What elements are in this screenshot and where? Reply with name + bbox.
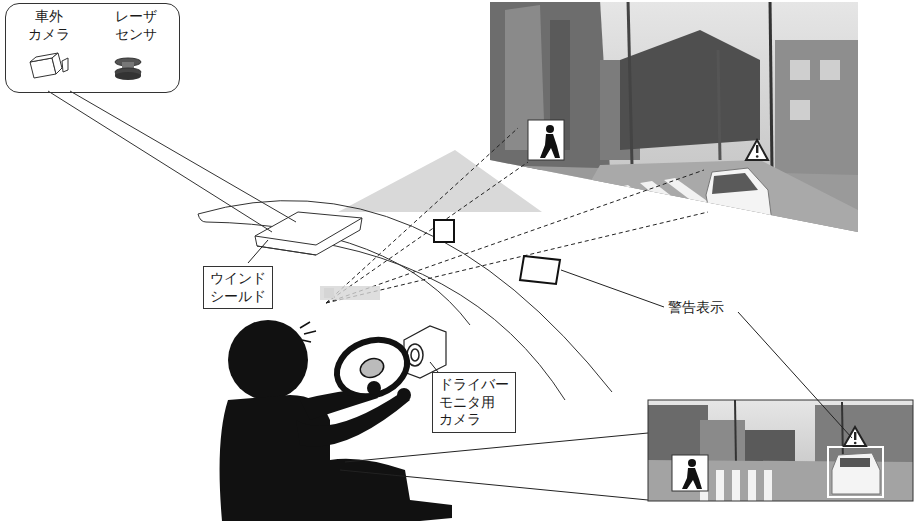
sensor-unit [255, 212, 362, 255]
projection-line [340, 433, 648, 500]
drawing-part [648, 400, 913, 501]
drawing-part [820, 60, 840, 80]
drawing-part [320, 286, 380, 300]
drawing-part [735, 400, 736, 465]
drawing-part [615, 185, 690, 235]
drawing-part [756, 155, 759, 158]
warning-box [434, 220, 454, 242]
drawing-part [430, 362, 438, 372]
drawing-part [688, 459, 696, 467]
sensor-icons [0, 0, 200, 100]
speech-bubble: 車外 カメラ レーザ センサ [5, 3, 180, 93]
drawing-part [540, 134, 560, 158]
drawing-part [672, 455, 708, 491]
drawing-part [590, 190, 660, 235]
node-text: ウインド シールド [210, 270, 266, 305]
drawing-part [775, 40, 858, 180]
drawing-part [300, 322, 316, 342]
street-photo [488, 0, 860, 235]
drawing-part [296, 392, 410, 447]
drawing-part [228, 320, 308, 400]
drawing-part [326, 162, 528, 303]
drawing-part [326, 170, 704, 303]
drawing-part [745, 430, 795, 465]
drawing-part [326, 128, 518, 303]
drawing-part [854, 432, 856, 440]
callout-label: 警告表示 [666, 299, 726, 316]
drawing-part [764, 470, 772, 501]
drawing-part [262, 236, 565, 400]
drawing-part [712, 173, 758, 194]
camera-view [338, 150, 542, 212]
drawing-part [790, 60, 810, 80]
drawing-part [488, 0, 860, 235]
drawing-part [790, 100, 810, 120]
drawing-part [70, 91, 296, 222]
drawing-part [316, 218, 362, 245]
camera-icon [30, 53, 68, 78]
drawing-part [746, 140, 768, 160]
drawing-part [248, 240, 268, 263]
drawing-part [738, 312, 852, 438]
drawing-part [706, 168, 772, 228]
drawing-part [115, 72, 141, 80]
leader-line [248, 240, 852, 438]
drawing-part [560, 160, 858, 235]
label-box: ウインド シールド [203, 266, 273, 309]
node-text: 車外 カメラ [28, 8, 70, 43]
drawing-part [628, 0, 632, 165]
drawing-part [770, 0, 772, 170]
drawing-part [528, 120, 564, 160]
drawing-part [854, 442, 857, 445]
drawing-part [220, 395, 452, 521]
drawing-part [718, 50, 720, 160]
drawing-part [411, 349, 419, 361]
drawing-part [257, 246, 316, 255]
drawing-part [716, 470, 724, 501]
drawing-part [700, 470, 772, 501]
drawing-part [648, 400, 913, 501]
driver-camera [404, 326, 446, 378]
drawing-part [844, 427, 866, 446]
drawing-part [490, 0, 610, 170]
drawing-part [732, 470, 740, 501]
drawing-part [345, 433, 648, 462]
drawing-part [62, 58, 68, 72]
laser-icon [115, 58, 141, 80]
drawing-part [828, 447, 883, 497]
drawing-part [561, 270, 664, 307]
display-photo [648, 400, 913, 501]
warning-box [520, 256, 560, 284]
drawing-part [358, 355, 387, 380]
bubble-tail [48, 91, 296, 232]
drawing-part [367, 381, 381, 395]
drawing-part [546, 125, 554, 133]
drawing-part [198, 214, 206, 222]
drawing-part [748, 470, 756, 501]
drawing-part [329, 330, 415, 405]
drawing-part [832, 453, 880, 494]
drawing-part [48, 91, 272, 232]
drawing-part [756, 145, 758, 153]
drawing-part [397, 388, 411, 402]
sight-line [326, 128, 708, 303]
drawing-part [620, 30, 760, 150]
drawing-part [404, 326, 446, 378]
drawing-part [326, 212, 708, 303]
drawing-part [340, 470, 648, 500]
node-text: レーザ センサ [115, 8, 157, 43]
drawing-part [255, 236, 316, 245]
driver-figure [220, 320, 452, 521]
drawing-part [52, 53, 62, 74]
drawing-part [840, 458, 870, 467]
label-box: ドライバー モニタ用 カメラ [432, 372, 516, 433]
node-text: ドライバー モニタ用 カメラ [439, 376, 509, 429]
drawing-part [682, 468, 702, 489]
